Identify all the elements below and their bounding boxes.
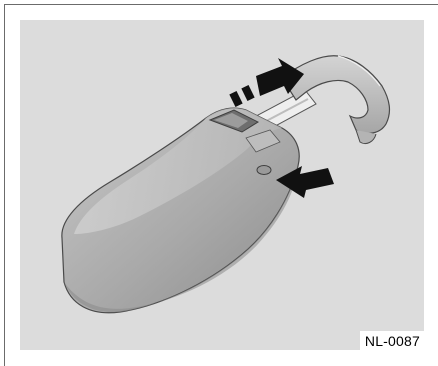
illustration: [20, 20, 424, 350]
key-fob-icon: [62, 108, 299, 313]
figure-reference-code: NL-0087: [360, 331, 424, 350]
